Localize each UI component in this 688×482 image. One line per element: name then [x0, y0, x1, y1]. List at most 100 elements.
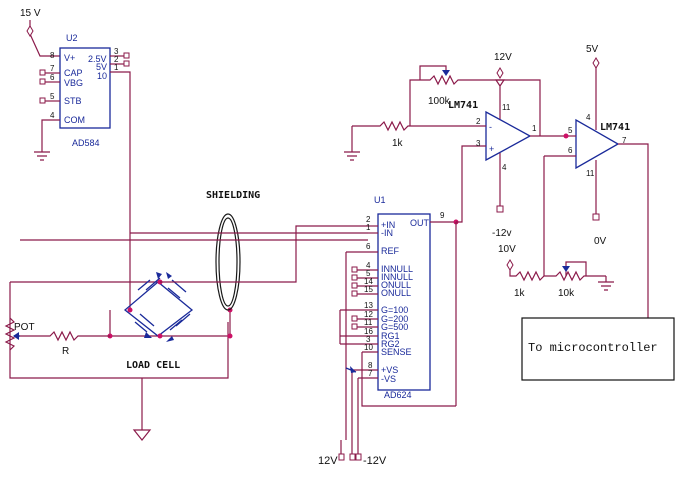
u2-pin-2: 2 5V [96, 55, 130, 72]
u1-pin-2: 2 +IN [366, 215, 395, 230]
svg-text:9: 9 [440, 211, 445, 220]
svg-text:8: 8 [368, 361, 373, 370]
svg-text:13: 13 [364, 301, 373, 310]
svg-text:7: 7 [368, 369, 373, 378]
u2-supply-label: 15 V [20, 8, 41, 19]
ground-symbol [34, 151, 50, 161]
opamp-1: LM741 2 3 1 11 4 - + 12V -12v [448, 52, 537, 239]
svg-text:8: 8 [50, 51, 55, 60]
svg-text:3: 3 [114, 47, 119, 56]
u1-pin-16: 16 RG1 [339, 310, 400, 341]
svg-text:To microcontroller: To microcontroller [528, 341, 658, 355]
u1-pin-1: 1 -IN [366, 223, 393, 238]
svg-text:4: 4 [50, 111, 55, 120]
u2-pin-4: 4 COM [41, 111, 85, 152]
svg-text:1: 1 [532, 124, 537, 133]
svg-text:5V: 5V [96, 62, 107, 72]
svg-text:2: 2 [114, 55, 119, 64]
opamp1-neg-supply: -12v [492, 228, 511, 239]
u2-pin-7: 7 CAP [39, 64, 83, 78]
svg-text:+IN: +IN [381, 220, 395, 230]
u1-ref: U1 [374, 195, 386, 205]
svg-text:+VS: +VS [381, 365, 398, 375]
u2-supply-terminal [26, 25, 34, 37]
svg-text:1k: 1k [392, 138, 404, 149]
u1-pin-11: 11 G=500 [351, 318, 408, 332]
input-resistor-1k: 1k [344, 120, 482, 161]
svg-text:STB: STB [64, 96, 82, 106]
u1-pin-14: 14 ONULL [351, 277, 411, 290]
opamp2-supply-label: 5V [586, 44, 599, 55]
svg-text:ONULL: ONULL [381, 288, 411, 298]
bridge-ground [132, 378, 152, 441]
svg-text:7: 7 [50, 64, 55, 73]
shielding-cable: SHIELDING [20, 190, 368, 311]
svg-text:VBG: VBG [64, 78, 83, 88]
svg-text:4: 4 [502, 163, 507, 172]
svg-text:G=500: G=500 [381, 322, 408, 332]
svg-text:4: 4 [586, 113, 591, 122]
svg-text:4: 4 [366, 261, 371, 270]
svg-text:6: 6 [50, 73, 55, 82]
microcontroller-block: To microcontroller [521, 317, 675, 381]
svg-text:2.5V: 2.5V [88, 54, 107, 64]
svg-text:-: - [489, 122, 492, 132]
svg-text:+: + [489, 144, 494, 154]
svg-text:G=200: G=200 [381, 314, 408, 324]
svg-text:14: 14 [364, 277, 373, 286]
svg-text:5: 5 [366, 269, 371, 278]
u2-pin-6: 6 VBG [39, 73, 83, 88]
svg-text:G=100: G=100 [381, 305, 408, 315]
svg-text:ONULL: ONULL [381, 280, 411, 290]
svg-text:V+: V+ [64, 53, 75, 63]
svg-text:LM741: LM741 [448, 100, 478, 111]
u2-pin-5: 5 STB [39, 92, 82, 106]
u2-pin-1: 1 10 [97, 63, 131, 233]
svg-text:11: 11 [586, 169, 595, 178]
svg-text:CAP: CAP [64, 68, 83, 78]
ref-resistor-label: 1k [514, 288, 526, 299]
inamp-output-wire [456, 145, 482, 223]
svg-text:INNULL: INNULL [381, 272, 413, 282]
svg-text:6: 6 [366, 242, 371, 251]
ref-pot-label: 10k [558, 288, 575, 299]
resistor-r: R [14, 330, 110, 357]
potentiometer: POT [4, 317, 35, 351]
svg-text:RG2: RG2 [381, 339, 400, 349]
svg-text:-IN: -IN [381, 228, 393, 238]
u1-body [377, 213, 431, 391]
svg-text:5: 5 [568, 126, 573, 135]
svg-text:1: 1 [114, 63, 119, 72]
ref-supply-label: 10V [498, 244, 516, 255]
svg-text:REF: REF [381, 246, 400, 256]
svg-text:RG1: RG1 [381, 331, 400, 341]
reference-divider: 10V 1k 10k [498, 156, 614, 299]
svg-text:6: 6 [568, 146, 573, 155]
u1-pin-13: 13 G=100 [340, 301, 408, 315]
strain-gauge-3 [134, 313, 155, 338]
u1-pin-6: 6 REF [345, 242, 400, 440]
svg-text:1: 1 [366, 223, 371, 232]
u2-pin-3: 3 2.5V [88, 47, 130, 64]
u2-pin-8: 8 V+ [50, 51, 75, 63]
svg-text:11: 11 [364, 318, 373, 327]
svg-text:3: 3 [476, 139, 481, 148]
u2-ref: U2 [66, 33, 78, 43]
svg-text:10: 10 [97, 71, 107, 81]
u1-pin-15: 15 ONULL [351, 285, 411, 298]
strain-gauge-1 [137, 272, 162, 291]
svg-text:R: R [62, 346, 69, 357]
load-cell-label: LOAD CELL [126, 360, 180, 371]
load-cell-bridge: LOAD CELL [9, 233, 233, 379]
svg-text:16: 16 [364, 327, 373, 336]
svg-text:INNULL: INNULL [381, 264, 413, 274]
svg-text:15: 15 [364, 285, 373, 294]
svg-text:POT: POT [14, 322, 35, 333]
svg-text:LM741: LM741 [600, 122, 630, 133]
svg-text:2: 2 [366, 215, 371, 224]
u1-part: AD624 [384, 390, 412, 400]
opamp2-gnd-label: 0V [594, 236, 607, 247]
